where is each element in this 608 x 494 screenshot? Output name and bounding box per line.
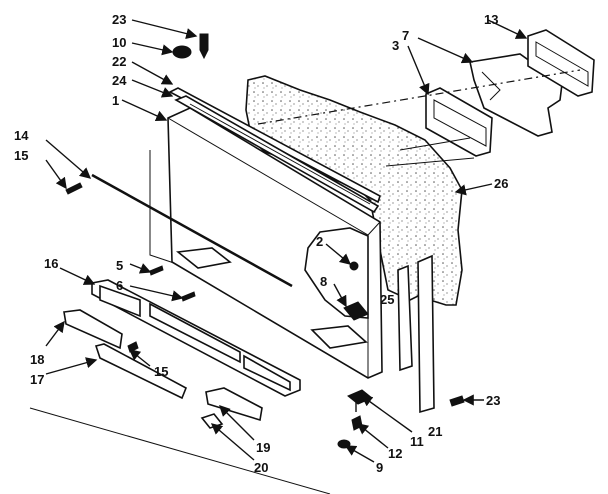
callout-22: 22 (112, 54, 126, 69)
panel-brackets (176, 247, 368, 349)
callout-2: 2 (316, 234, 323, 249)
door-panel (167, 107, 383, 379)
back-bracket-3 (425, 87, 493, 157)
callout-15-lower: 15 (154, 364, 168, 379)
callout-3: 3 (392, 38, 399, 53)
callout-labels: 23 10 22 24 1 14 15 16 5 6 18 17 15 13 7… (14, 12, 508, 475)
callout-26: 26 (494, 176, 508, 191)
callout-13: 13 (484, 12, 498, 27)
callout-11: 11 (410, 434, 424, 449)
callout-21: 21 (428, 424, 442, 439)
callout-24: 24 (112, 73, 127, 88)
callout-7: 7 (402, 28, 409, 43)
center-line-upper (257, 69, 581, 125)
center-line-mid (385, 157, 475, 167)
callout-12: 12 (388, 446, 402, 461)
callout-6: 6 (116, 278, 123, 293)
rod (91, 173, 293, 288)
leader-lines (45, 19, 528, 463)
top-trim-strips (168, 87, 381, 214)
top-fasteners (172, 33, 209, 60)
callout-16: 16 (44, 256, 58, 271)
bracket-19 (200, 387, 263, 429)
screw-15b (127, 341, 139, 353)
callout-17: 17 (30, 372, 44, 387)
trim-pieces (63, 309, 188, 400)
callout-20: 20 (254, 460, 268, 475)
callout-25: 25 (380, 292, 394, 307)
callout-23-top: 23 (112, 12, 126, 27)
ground-line (29, 407, 331, 494)
callout-18: 18 (30, 352, 44, 367)
callout-10: 10 (112, 35, 126, 50)
screw-15 (65, 182, 83, 195)
callout-23-right: 23 (486, 393, 500, 408)
callout-19: 19 (256, 440, 270, 455)
callout-15-left: 15 (14, 148, 28, 163)
callout-8: 8 (320, 274, 327, 289)
callout-14: 14 (14, 128, 29, 143)
callout-1: 1 (112, 93, 119, 108)
side-strip-21 (417, 254, 435, 414)
housing-13 (527, 29, 595, 97)
screw-23b (449, 395, 465, 407)
screws-5-6 (149, 265, 196, 302)
center-line-lower (399, 137, 471, 151)
rear-outline (149, 150, 181, 266)
handle-frame (91, 279, 301, 397)
hinge-parts (343, 261, 369, 321)
callout-5: 5 (116, 258, 123, 273)
vertical-strip-25 (397, 264, 413, 372)
callout-9: 9 (376, 460, 383, 475)
